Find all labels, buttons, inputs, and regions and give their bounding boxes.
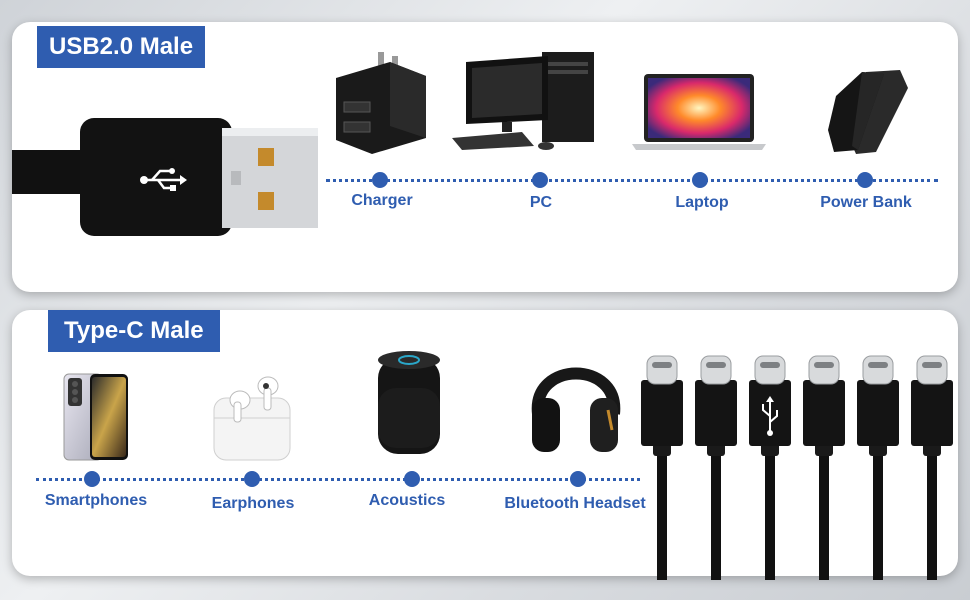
timeline-dot bbox=[84, 471, 100, 487]
device-label-smartphones: Smartphones bbox=[44, 492, 148, 509]
timeline-dot bbox=[404, 471, 420, 487]
smart-speaker-icon bbox=[378, 351, 440, 454]
usb-a-plug-icon bbox=[12, 118, 318, 236]
timeline-dot bbox=[244, 471, 260, 487]
timeline-dot bbox=[372, 172, 388, 188]
typec-panel bbox=[12, 310, 958, 576]
power-bank-icon bbox=[828, 70, 908, 154]
usb-title-badge: USB2.0 Male bbox=[37, 26, 206, 68]
device-label-charger: Charger bbox=[351, 192, 413, 209]
typec-connector bbox=[749, 355, 791, 580]
typec-connector bbox=[641, 355, 683, 580]
typec-connector bbox=[803, 355, 845, 580]
desktop-pc-icon bbox=[452, 52, 594, 150]
typec-cables-group bbox=[641, 355, 953, 580]
smartphone-icon bbox=[63, 373, 128, 461]
typec-title-badge: Type-C Male bbox=[48, 310, 220, 352]
device-label-earphones: Earphones bbox=[211, 495, 295, 512]
device-label-laptop: Laptop bbox=[675, 194, 729, 211]
timeline-dot bbox=[532, 172, 548, 188]
wall-charger-icon bbox=[336, 52, 426, 154]
laptop-icon bbox=[632, 74, 766, 150]
typec-device-connector-line bbox=[36, 478, 640, 481]
usb-logo-icon bbox=[762, 400, 778, 432]
device-label-acoustics: Acoustics bbox=[368, 492, 446, 509]
typec-connector bbox=[695, 355, 737, 580]
earbuds-case-icon bbox=[213, 376, 291, 461]
typec-connector bbox=[857, 355, 899, 580]
device-label-power-bank: Power Bank bbox=[820, 194, 912, 211]
timeline-dot bbox=[570, 471, 586, 487]
device-label-bluetooth-headset: Bluetooth Headset bbox=[504, 495, 646, 512]
usb-device-connector-line bbox=[326, 179, 938, 182]
headphones-icon bbox=[531, 367, 621, 452]
timeline-dot bbox=[692, 172, 708, 188]
timeline-dot bbox=[857, 172, 873, 188]
typec-connector bbox=[911, 355, 953, 580]
device-label-pc: PC bbox=[529, 194, 553, 211]
